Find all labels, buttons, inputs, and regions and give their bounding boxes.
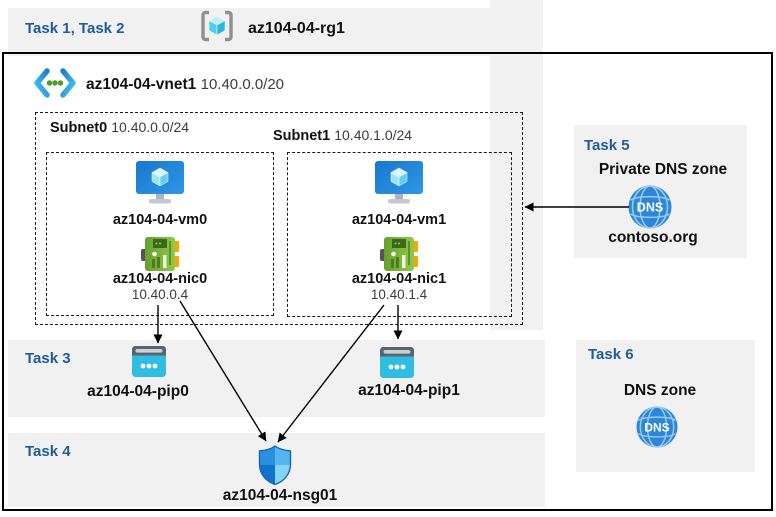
task6-box [576,340,755,472]
subnet1-label: Subnet1 10.40.1.0/24 [273,127,412,144]
nsg-shield-icon [257,445,293,485]
nic0-ip: 10.40.0.4 [131,287,189,302]
vm0-label: az104-04-vm0 [112,212,208,228]
private-dns-icon: DNS [628,185,672,229]
dns-zone-icon-text: DNS [644,420,669,434]
vm1-icon [374,161,424,208]
nic1-icon [380,235,418,273]
nic1-label: az104-04-nic1 [351,271,447,287]
subnet0-cidr: 10.40.0.0/24 [111,119,190,135]
subnet0-label: Subnet0 10.40.0.0/24 [50,119,189,136]
vm1-label: az104-04-vm1 [351,212,447,228]
task6-label: Task 6 [588,346,634,363]
task3-label: Task 3 [25,350,71,367]
nsg-label: az104-04-nsg01 [222,487,338,504]
pip0-icon [132,346,166,377]
subnet1-name: Subnet1 [273,128,331,144]
nic1-ip: 10.40.1.4 [370,287,428,302]
task5-title: Private DNS zone [598,161,728,178]
nic0-icon [141,235,179,273]
vnet-icon [33,68,77,98]
resource-group-band [8,8,543,56]
task3-band [8,340,545,417]
pip1-label: az104-04-pip1 [358,382,460,399]
private-dns-icon-text: DNS [637,201,663,215]
task5-zone-name: contoso.org [608,229,698,246]
resource-group-name: az104-04-rg1 [248,20,345,37]
task-1-2-label: Task 1, Task 2 [25,20,125,37]
resource-group-icon [198,9,236,43]
dns-zone-icon: DNS [636,406,678,448]
outer-frame [2,52,773,511]
subnet0-box [46,152,274,316]
subnet0-name: Subnet0 [50,120,108,136]
vnet-name: az104-04-vnet1 [86,76,197,93]
vnet-cidr: 10.40.0.0/20 [200,76,285,93]
vnet-title: az104-04-vnet1 10.40.0.0/20 [86,76,284,94]
task5-label: Task 5 [584,137,630,154]
task4-label: Task 4 [25,443,71,460]
subnet1-cidr: 10.40.1.0/24 [334,127,413,143]
task6-title: DNS zone [623,382,697,399]
nic0-label: az104-04-nic0 [112,271,208,287]
pip0-label: az104-04-pip0 [87,383,189,400]
pip1-icon [380,347,414,378]
vm0-icon [135,161,185,208]
subnet1-box [287,152,512,317]
